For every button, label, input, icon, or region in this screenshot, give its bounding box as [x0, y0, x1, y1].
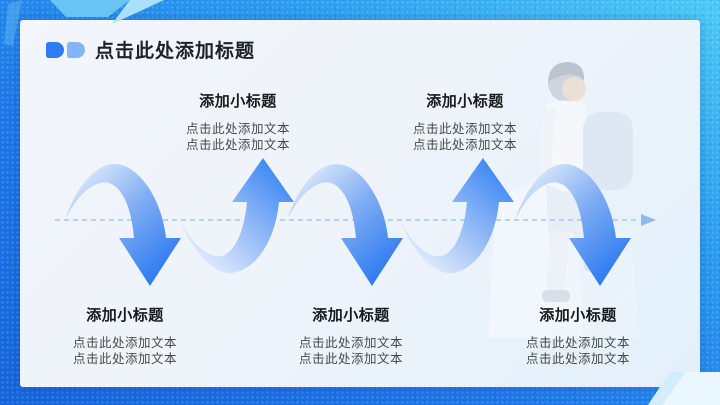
step-group-3: 添加小标题 点击此处添加文本 点击此处添加文本 — [30, 304, 220, 367]
down-arrow-swoosh-2 — [287, 163, 403, 286]
step-text-line[interactable]: 点击此处添加文本 — [298, 335, 403, 350]
step-text-line[interactable]: 点击此处添加文本 — [525, 351, 630, 366]
step-subtitle[interactable]: 添加小标题 — [426, 92, 504, 110]
up-arrow-swoosh-2 — [400, 158, 514, 274]
step-subtitle[interactable]: 添加小标题 — [539, 306, 617, 324]
step-subtitle[interactable]: 添加小标题 — [312, 306, 390, 324]
step-text-line[interactable]: 点击此处添加文本 — [185, 121, 290, 136]
step-group-4: 添加小标题 点击此处添加文本 点击此处添加文本 — [256, 304, 446, 367]
step-group-1: 添加小标题 点击此处添加文本 点击此处添加文本 — [143, 90, 333, 153]
step-text-line[interactable]: 点击此处添加文本 — [412, 121, 517, 136]
step-text-line[interactable]: 点击此处添加文本 — [412, 137, 517, 152]
step-subtitle[interactable]: 添加小标题 — [86, 306, 164, 324]
down-arrow-swoosh-3 — [515, 163, 631, 286]
page-title[interactable]: 点击此处添加标题 — [95, 40, 256, 62]
logo-d-light-icon — [67, 41, 85, 58]
step-text-line[interactable]: 点击此处添加文本 — [72, 335, 177, 350]
step-text-line[interactable]: 点击此处添加文本 — [72, 351, 177, 366]
up-arrow-swoosh-1 — [180, 158, 294, 274]
flow-wave-diagram — [55, 158, 656, 286]
double-d-logo-icon — [46, 41, 85, 58]
step-group-2: 添加小标题 点击此处添加文本 点击此处添加文本 — [370, 90, 560, 153]
down-arrow-swoosh-1 — [65, 163, 181, 286]
person-backpack — [583, 112, 633, 190]
step-text-line[interactable]: 点击此处添加文本 — [525, 335, 630, 350]
logo-d-dark-icon — [46, 41, 64, 58]
step-group-5: 添加小标题 点击此处添加文本 点击此处添加文本 — [483, 304, 673, 367]
step-text-line[interactable]: 点击此处添加文本 — [185, 137, 290, 152]
step-text-line[interactable]: 点击此处添加文本 — [298, 351, 403, 366]
person-shoe — [542, 290, 570, 302]
step-subtitle[interactable]: 添加小标题 — [199, 92, 277, 110]
timeline-arrowhead-icon — [641, 214, 656, 226]
title-bar: 点击此处添加标题 — [46, 36, 255, 63]
